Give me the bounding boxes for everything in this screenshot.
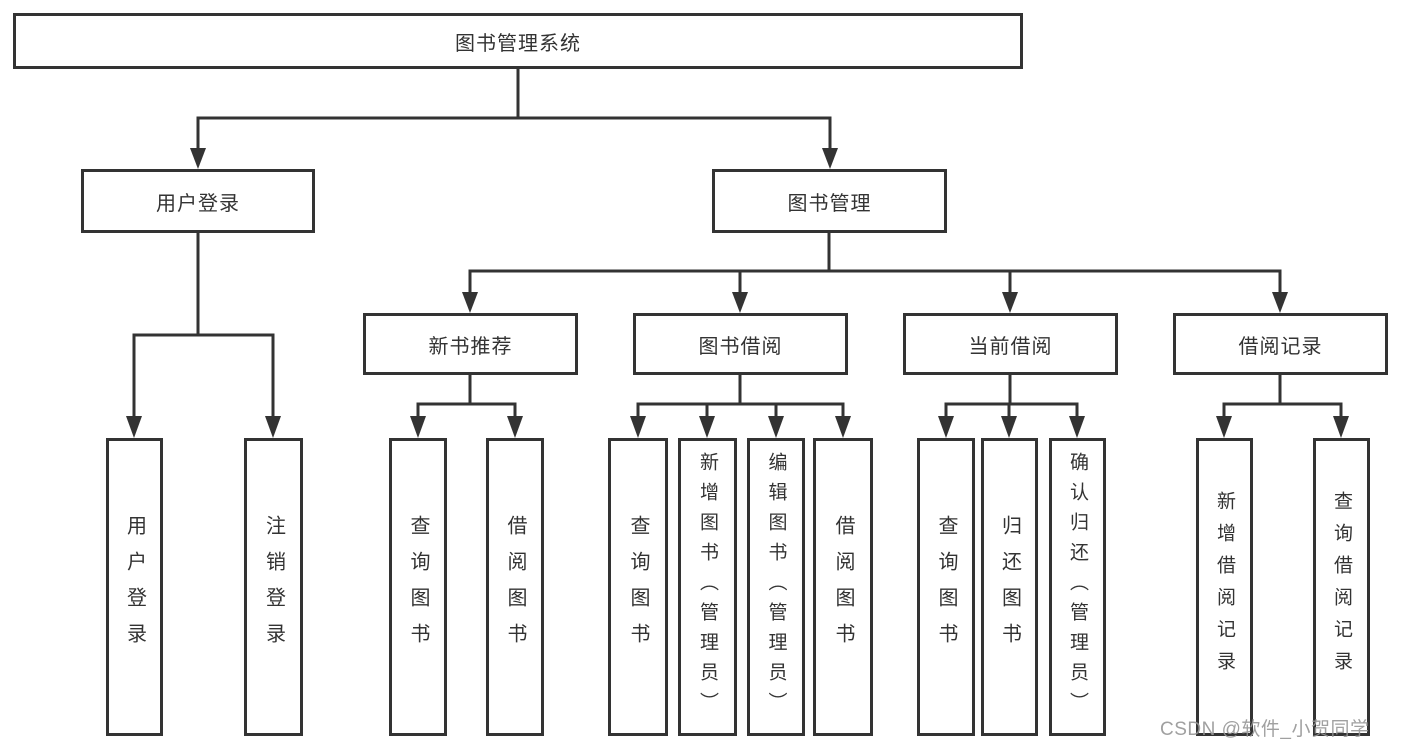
leaf-query-books-current: 查询图书: [917, 438, 975, 736]
leaf-add-book-admin-label: 新增图书（管理员）: [697, 452, 718, 722]
node-current-borrowing: 当前借阅: [903, 313, 1118, 375]
node-user-login: 用户登录: [81, 169, 315, 233]
node-borrow-records: 借阅记录: [1173, 313, 1388, 375]
leaf-borrow-books: 借阅图书: [813, 438, 873, 736]
watermark-csdn: CSDN @软件_小贺同学: [1160, 719, 1370, 740]
leaf-borrow-books-recommend: 借阅图书: [486, 438, 544, 736]
node-library-management-system: 图书管理系统: [13, 13, 1023, 69]
arrowheads: [126, 148, 1349, 438]
leaf-confirm-return-admin-label: 确认归还（管理员）: [1067, 452, 1088, 722]
leaf-logout: 注销登录: [244, 438, 303, 736]
leaf-return-books: 归还图书: [981, 438, 1038, 736]
leaf-query-borrow-record: 查询借阅记录: [1313, 438, 1370, 736]
leaf-add-borrow-record-label: 新增借阅记录: [1214, 491, 1235, 683]
node-new-book-recommend: 新书推荐: [363, 313, 578, 375]
leaf-query-books-recommend: 查询图书: [389, 438, 447, 736]
leaf-query-borrow-record-label: 查询借阅记录: [1331, 491, 1352, 683]
leaf-edit-book-admin-label: 编辑图书（管理员）: [765, 452, 787, 722]
leaf-edit-book-admin: 编辑图书（管理员）: [747, 438, 805, 736]
leaf-borrow-books-label: 借阅图书: [832, 515, 854, 659]
connector-records-to-leaves: [1222, 373, 1343, 422]
connector-book-mgmt-to-sections: [468, 231, 1282, 296]
leaf-query-books-borrowing: 查询图书: [608, 438, 668, 736]
connector-new-books-to-leaves: [416, 373, 517, 422]
leaf-query-books-borrowing-label: 查询图书: [627, 515, 649, 659]
leaf-borrow-books-recommend-label: 借阅图书: [504, 515, 526, 659]
connector-user-login-to-leaves: [132, 231, 275, 420]
leaf-user-login: 用户登录: [106, 438, 163, 736]
leaf-query-books-current-label: 查询图书: [935, 515, 957, 659]
node-book-borrowing: 图书借阅: [633, 313, 848, 375]
connector-current-borrow-to-leaves: [944, 373, 1079, 422]
leaf-return-books-label: 归还图书: [998, 515, 1021, 659]
leaf-logout-label: 注销登录: [262, 515, 285, 659]
leaf-confirm-return-admin: 确认归还（管理员）: [1049, 438, 1106, 736]
connector-root-to-level2: [196, 67, 832, 154]
leaf-user-login-label: 用户登录: [123, 515, 146, 659]
node-book-management: 图书管理: [712, 169, 947, 233]
connector-book-borrow-to-leaves: [636, 373, 845, 422]
leaf-query-books-recommend-label: 查询图书: [407, 515, 429, 659]
leaf-add-borrow-record: 新增借阅记录: [1196, 438, 1253, 736]
leaf-add-book-admin: 新增图书（管理员）: [678, 438, 737, 736]
